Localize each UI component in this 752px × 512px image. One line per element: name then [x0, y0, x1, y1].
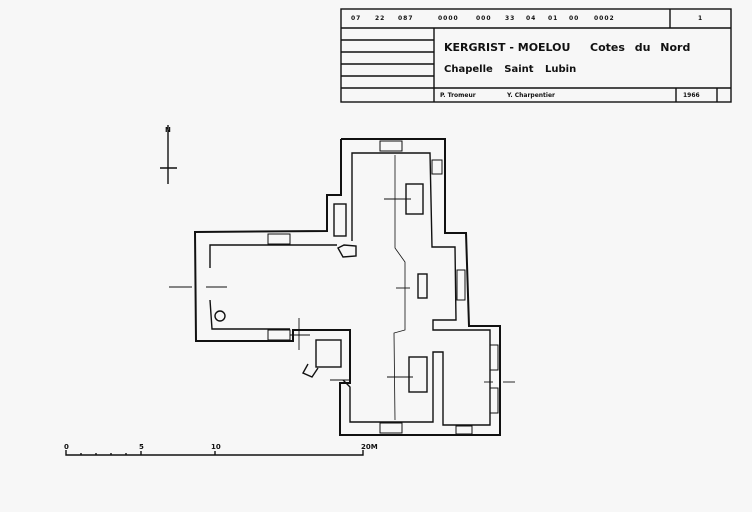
stair — [333, 203, 347, 237]
code-group: 01 — [548, 15, 559, 22]
author: P. Tromeur — [440, 92, 476, 99]
scale-bar — [65, 450, 364, 456]
code-group: 22 — [375, 15, 386, 22]
stair-tower — [315, 339, 342, 368]
outer-wall — [193, 138, 501, 436]
tower-buttress — [302, 363, 319, 378]
north-arrow-icon — [160, 125, 177, 184]
baptismal-font — [214, 310, 226, 322]
code-group: 0002 — [594, 15, 615, 22]
code-group: 000 — [476, 15, 492, 22]
code-group: 07 — [351, 15, 362, 22]
code-group: 0000 — [438, 15, 459, 22]
title-block-frame — [340, 8, 732, 103]
axis-line — [393, 155, 406, 421]
scale-label: 0 — [64, 443, 69, 451]
building-name: Chapelle Saint Lubin — [444, 64, 577, 75]
year: 1966 — [683, 92, 700, 99]
code-group: 00 — [569, 15, 580, 22]
windows — [267, 140, 499, 435]
commune: KERGRIST - MOELOU — [444, 41, 571, 54]
department: Cotes du Nord — [590, 41, 691, 54]
scale-label: 10 — [211, 443, 221, 451]
section-arrows — [169, 198, 515, 383]
author: Y. Charpentier — [507, 92, 555, 99]
code-group: 04 — [526, 15, 537, 22]
north-label: N — [165, 126, 171, 134]
inner-wall — [209, 244, 337, 268]
code-group: 087 — [398, 15, 414, 22]
inner-wall — [342, 152, 491, 426]
stair-newel — [337, 244, 357, 258]
inner-wall — [209, 299, 290, 330]
altar — [417, 273, 428, 299]
scale-label: 20M — [361, 443, 378, 451]
sheet-number: 1 — [698, 15, 704, 22]
scale-label: 5 — [139, 443, 144, 451]
code-group: 33 — [505, 15, 516, 22]
side-altar-south — [408, 356, 428, 393]
